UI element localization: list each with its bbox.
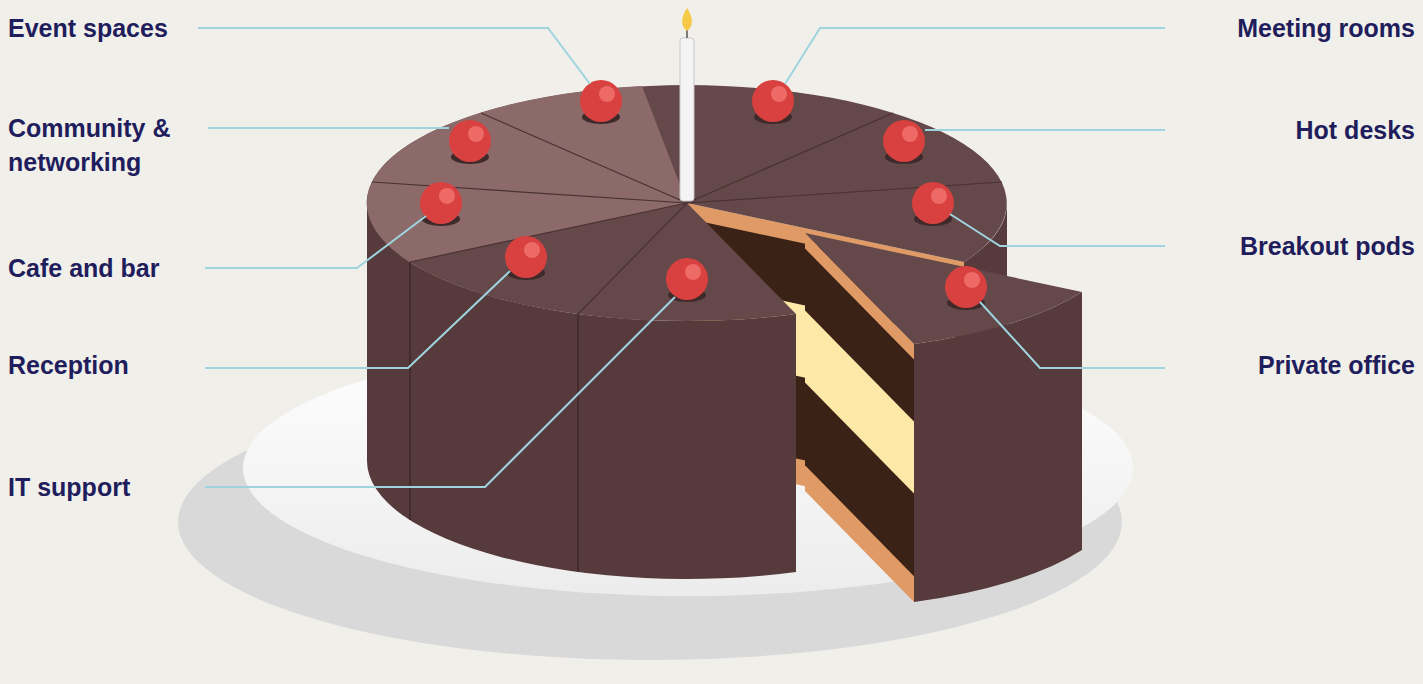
cherry-shine — [439, 188, 455, 204]
slice-line — [687, 182, 1002, 203]
cherry-shine — [902, 126, 918, 142]
cherry — [666, 258, 708, 300]
cherry — [420, 182, 462, 224]
cherry — [505, 236, 547, 278]
cherry — [883, 120, 925, 162]
cherry-shine — [599, 86, 615, 102]
leader-line — [205, 297, 675, 487]
slice-division — [577, 314, 579, 572]
slice-line — [372, 182, 687, 203]
leader-line — [198, 28, 590, 84]
slice-line — [481, 113, 687, 203]
cherry — [580, 80, 622, 122]
leader-line — [205, 216, 426, 268]
cherry-shine — [964, 272, 980, 288]
callout-label: IT support — [8, 470, 208, 504]
callout-label: Reception — [8, 348, 208, 382]
candle — [680, 38, 694, 201]
leader-line — [925, 129, 1165, 131]
cherry — [449, 120, 491, 162]
leader-line — [205, 271, 510, 368]
callout-label: Private office — [1155, 348, 1415, 382]
cherry-shine — [524, 242, 540, 258]
slice-top — [805, 233, 1082, 344]
leader-line — [208, 127, 449, 129]
cherry — [912, 182, 954, 224]
leader-line — [950, 214, 1165, 246]
slice-division — [409, 262, 411, 520]
slice-line — [687, 113, 893, 203]
candle-wick — [686, 30, 688, 38]
cake-top-highlight — [367, 86, 687, 262]
leader-lines — [198, 28, 1165, 487]
cherry-shine — [771, 86, 787, 102]
callout-label: Community & networking — [8, 111, 208, 179]
cherry-shine — [468, 126, 484, 142]
leader-line — [785, 28, 1165, 84]
callout-label: Hot desks — [1155, 113, 1415, 147]
slice-layer-cream — [805, 310, 914, 493]
cherry-shine — [931, 188, 947, 204]
candle-flame — [682, 8, 692, 31]
cherry — [752, 80, 794, 122]
cherry-shine — [685, 264, 701, 280]
callout-label: Event spaces — [8, 11, 208, 45]
leader-line — [980, 302, 1165, 368]
callout-label: Meeting rooms — [1155, 11, 1415, 45]
callout-label: Breakout pods — [1155, 229, 1415, 263]
callout-label: Cafe and bar — [8, 251, 208, 285]
